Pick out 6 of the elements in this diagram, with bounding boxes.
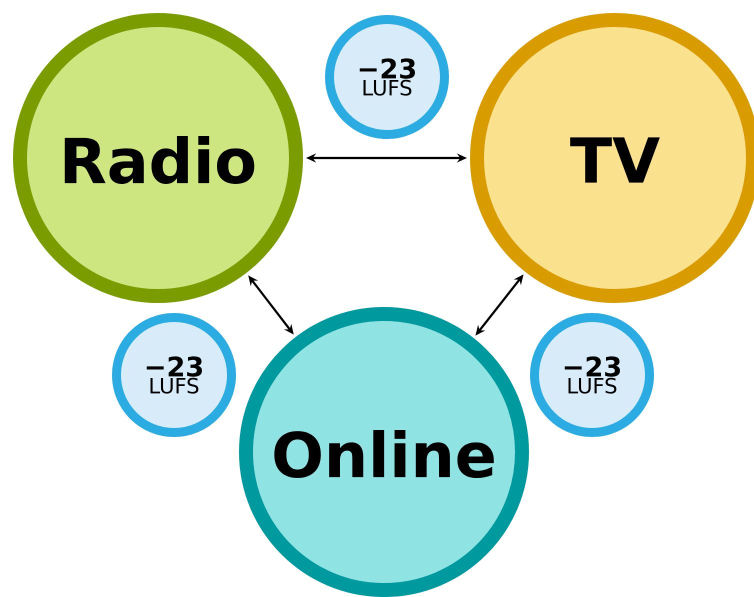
- loudness-badge: −23 LUFS: [530, 313, 654, 437]
- circle-node: Online: [239, 307, 529, 597]
- circle-node: TV: [470, 13, 754, 303]
- loudness-badge: −23 LUFS: [325, 15, 449, 139]
- loudness-badge: −23 LUFS: [112, 313, 236, 437]
- circle-node: Radio: [13, 13, 303, 303]
